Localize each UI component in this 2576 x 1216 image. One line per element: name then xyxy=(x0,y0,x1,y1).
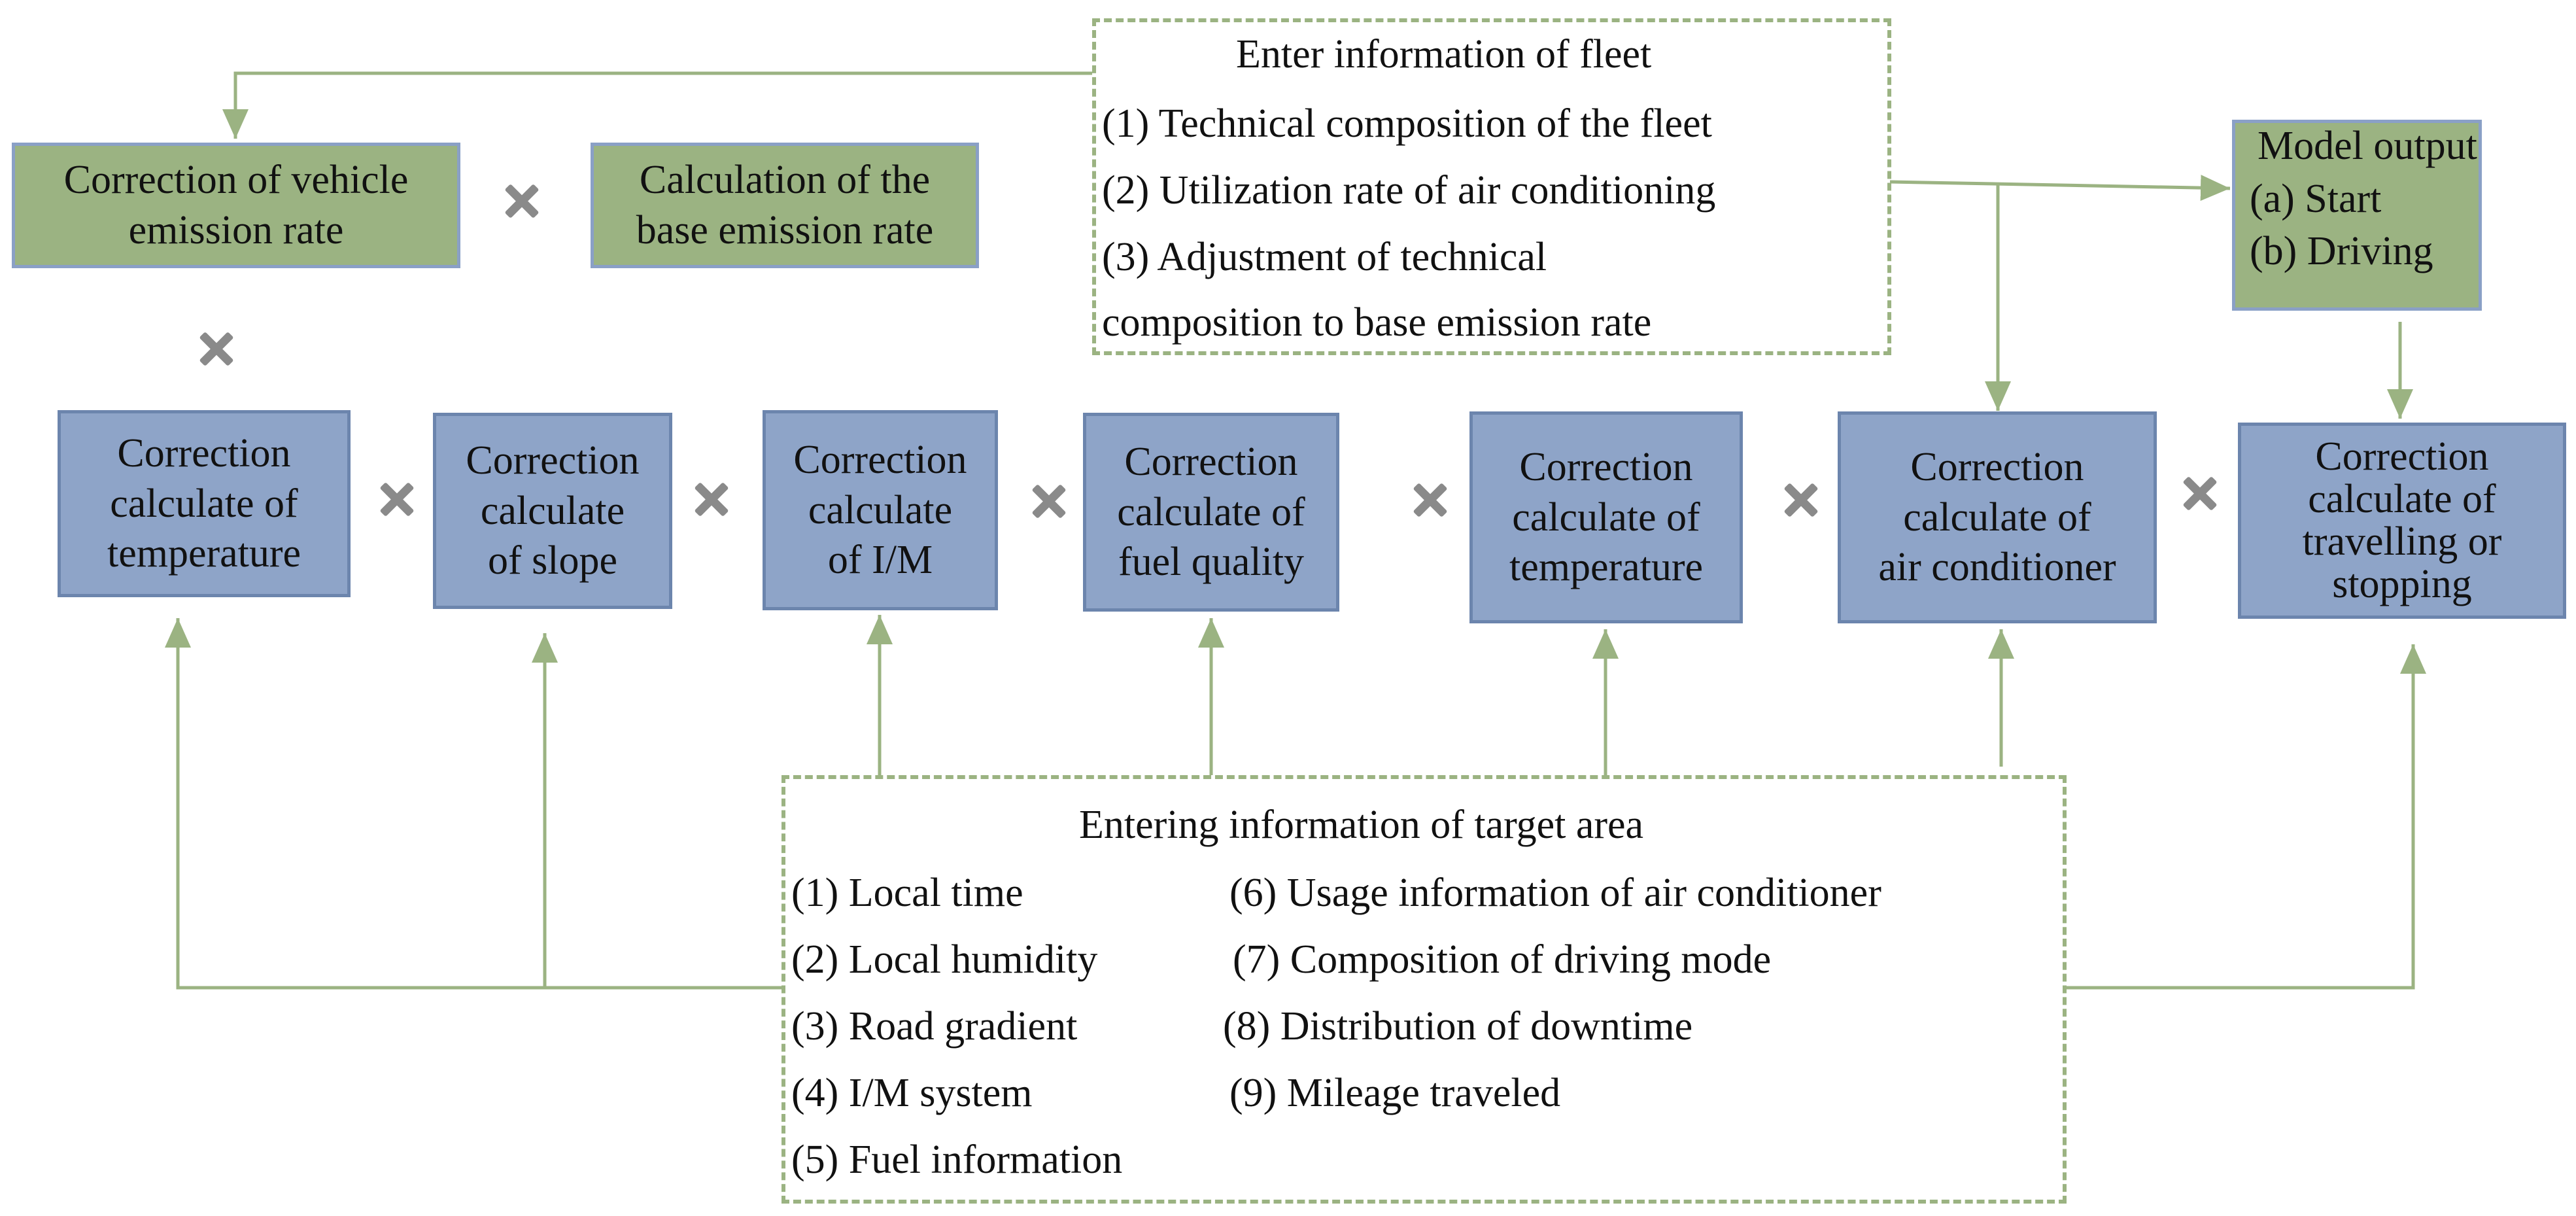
model-output-text: Model output (a) Start (b) Driving xyxy=(2235,120,2484,309)
multiply-icon xyxy=(502,181,542,221)
correction-fuel-quality-box: Correction calculate of fuel quality xyxy=(1083,413,1339,612)
area-item-fuel-information: (5) Fuel information xyxy=(791,1138,1123,1182)
correction-line: Correction xyxy=(466,438,640,483)
correction-line: temperature xyxy=(1509,545,1704,590)
correction-line: calculate of xyxy=(1512,495,1700,540)
correction-temperature-2-box: Correction calculate of temperature xyxy=(1469,411,1743,623)
correction-line: Correction xyxy=(793,437,967,482)
model-output-start: (a) Start xyxy=(2250,176,2382,221)
correction-line: Correction xyxy=(1124,439,1298,484)
model-output-box xyxy=(2232,120,2482,311)
base-rate-line-1: Calculation of the xyxy=(639,158,931,203)
area-item-im-system: (4) I/M system xyxy=(791,1071,1033,1115)
correction-line: calculate xyxy=(480,488,625,533)
target-area-info-box xyxy=(781,775,2067,1204)
area-item-mileage: (9) Mileage traveled xyxy=(1229,1071,1561,1115)
area-item-driving-mode: (7) Composition of driving mode xyxy=(1233,937,1772,982)
multiply-icon xyxy=(1410,479,1451,520)
area-to-temperature-arrow xyxy=(165,618,781,990)
fleet-info-line-3: (3) Adjustment of technical xyxy=(1102,235,1547,279)
fleet-info-line-1: (1) Technical composition of the fleet xyxy=(1102,101,1712,146)
multiply-icon xyxy=(377,479,417,519)
fleet-info-line-2: (2) Utilization rate of air conditioning xyxy=(1102,168,1716,213)
correction-line: calculate of xyxy=(1117,489,1305,534)
area-item-local-humidity: (2) Local humidity xyxy=(791,937,1098,982)
base-emission-rate-box: Calculation of the base emission rate xyxy=(591,143,979,268)
fleet-info-title: Enter information of fleet xyxy=(1236,32,1652,77)
model-output-title: Model output xyxy=(2258,124,2477,168)
correction-line: calculate of xyxy=(2308,476,2496,521)
correction-line: calculate xyxy=(808,487,953,532)
base-rate-line-2: base emission rate xyxy=(636,208,934,252)
correction-line: of I/M xyxy=(827,538,933,583)
correction-line: Correction xyxy=(1910,444,2084,489)
area-item-local-time: (1) Local time xyxy=(791,871,1023,915)
correction-line: fuel quality xyxy=(1118,540,1305,585)
vehicle-correction-line-2: emission rate xyxy=(128,208,344,252)
fleet-to-vehicle-arrow xyxy=(222,71,1092,139)
correction-im-box: Correction calculate of I/M xyxy=(763,410,998,610)
correction-line: Correction xyxy=(117,430,291,476)
multiply-icon xyxy=(2180,473,2220,513)
correction-line: of slope xyxy=(487,538,618,583)
correction-travelling-box: Correction calculate of travelling or st… xyxy=(2238,423,2566,619)
fleet-info-line-4: composition to base emission rate xyxy=(1102,300,1652,345)
correction-air-conditioner-box: Correction calculate of air conditioner xyxy=(1838,411,2157,623)
area-item-road-gradient: (3) Road gradient xyxy=(791,1004,1078,1049)
multiply-icon xyxy=(691,479,732,519)
vehicle-correction-line-1: Correction of vehicle xyxy=(63,158,409,203)
correction-line: travelling or xyxy=(2302,519,2502,564)
correction-line: calculate of xyxy=(1903,495,2091,540)
correction-line: Correction xyxy=(1519,444,1693,489)
fleet-to-model-output-arrow xyxy=(1889,175,2231,201)
correction-line: temperature xyxy=(107,531,301,576)
area-to-travelling-arrow xyxy=(2067,644,2426,990)
target-area-title: Entering information of target area xyxy=(1079,803,1644,847)
area-item-air-conditioner-usage: (6) Usage information of air conditioner xyxy=(1229,871,1881,915)
multiply-icon xyxy=(1781,479,1821,520)
correction-slope-box: Correction calculate of slope xyxy=(433,413,672,609)
correction-line: Correction xyxy=(2315,434,2489,479)
fleet-info-box xyxy=(1092,18,1891,355)
area-item-downtime: (8) Distribution of downtime xyxy=(1223,1004,1693,1049)
vehicle-emission-correction-box: Correction of vehicle emission rate xyxy=(12,143,460,268)
correction-line: stopping xyxy=(2332,562,2472,607)
multiply-icon xyxy=(1029,481,1069,521)
correction-temperature-box: Correction calculate of temperature xyxy=(58,410,351,597)
model-output-driving: (b) Driving xyxy=(2250,229,2433,274)
correction-line: calculate of xyxy=(110,481,298,526)
multiply-icon xyxy=(196,328,237,369)
correction-line: air conditioner xyxy=(1878,545,2116,590)
